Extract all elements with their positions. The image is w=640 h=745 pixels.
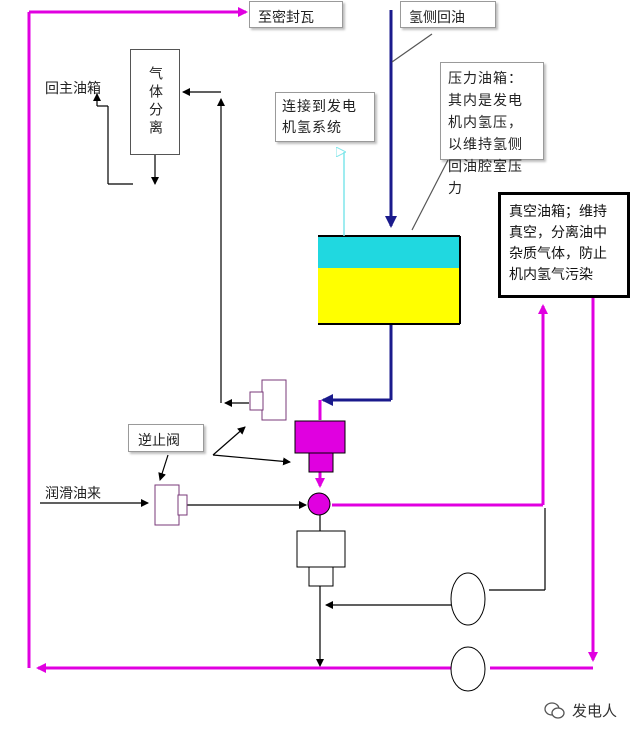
hydrogen-return-line (321, 10, 397, 406)
vacuum-tank-note: 真空油箱；维持真空，分离油中杂质气体，防止机内氢气污染 (498, 192, 630, 298)
lower-pump (296, 530, 346, 587)
magenta-loop (27, 7, 598, 673)
main-tank-return-label: 回主油箱 (45, 81, 101, 97)
upper-valve (249, 379, 287, 421)
vacuum-tank-note-text: 真空油箱；维持真空，分离油中杂质气体，防止机内氢气污染 (509, 204, 607, 283)
seal-tile-label: 至密封瓦 (249, 1, 343, 28)
magenta-pump (294, 420, 346, 473)
motor-upper (450, 572, 486, 626)
gas-separation-box: 气体分离 (130, 49, 180, 155)
watermark-text: 发电人 (572, 702, 618, 720)
magenta-junction (307, 492, 331, 516)
watermark: 发电人 (544, 700, 617, 721)
black-lines (40, 33, 546, 667)
check-valve-body (154, 484, 188, 526)
hydrogen-return-label: 氢侧回油 (400, 1, 496, 28)
check-valve-label: 逆止阀 (128, 424, 204, 452)
pressure-tank-note: 压力油箱：其内是发电机内氢压，以维持氢侧回油腔室压力 (440, 62, 544, 197)
gas-separation-label: 气体分离 (147, 66, 163, 138)
pressure-tank (318, 235, 461, 325)
wechat-icon (544, 701, 565, 719)
motor-lower (450, 646, 486, 692)
generator-hydrogen-label: 连接到发电机氢系统 (275, 92, 375, 142)
lube-oil-in-label: 润滑油来 (45, 486, 101, 502)
